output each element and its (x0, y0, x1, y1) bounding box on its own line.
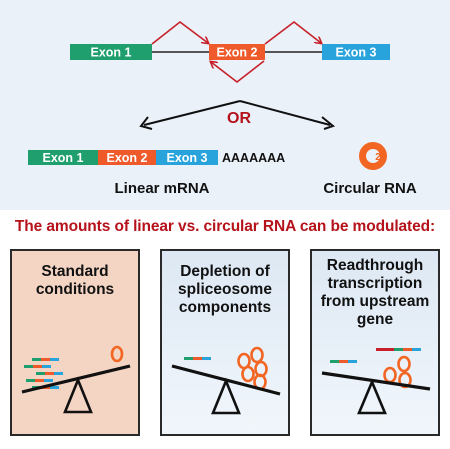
linear-exon-2 (98, 150, 156, 165)
circular-rna-exon-number: 2 (375, 152, 381, 163)
seesaw-beam (21, 364, 131, 394)
condition-title-line: spliceosome (178, 281, 272, 298)
or-arrow-left (143, 100, 241, 126)
condition-title-line: Readthrough (326, 257, 424, 274)
linear-exon-2-label: Exon 2 (107, 151, 148, 165)
condition-spliceosome-depletion: Depletion of spliceosome components (160, 249, 290, 436)
linear-exon-3-label: Exon 3 (167, 151, 208, 165)
circular-rna-icon (359, 142, 387, 170)
balance-illustration (171, 346, 281, 415)
gene-exon-1 (70, 44, 152, 60)
gene-exon-3-label: Exon 3 (336, 46, 377, 60)
gene-exon-1-label: Exon 1 (91, 46, 132, 60)
splice-arrow-1-2 (151, 20, 208, 45)
condition-title-line: Standard (41, 263, 109, 280)
seesaw-fulcrum (357, 378, 387, 415)
condition-title-line: Depletion of (180, 263, 270, 280)
condition-standard: Standard conditions (10, 249, 140, 436)
linear-exon-1-label: Exon 1 (43, 151, 84, 165)
condition-spliceosome-title: Depletion of spliceosome components (162, 263, 288, 317)
seesaw-fulcrum (63, 376, 93, 414)
or-label: OR (227, 110, 251, 127)
linear-rna-stack (330, 360, 357, 363)
circular-rna-label: Circular RNA (323, 180, 417, 197)
gene-exon-2 (209, 44, 265, 60)
condition-title-line: components (178, 299, 272, 316)
linear-mrna-label: Linear mRNA (114, 180, 209, 197)
condition-readthrough-title: Readthrough transcription from upstream … (312, 257, 438, 329)
splice-arrow-2-3 (264, 20, 321, 45)
backsplice-arrow (211, 60, 265, 84)
condition-title-line: from upstream (320, 293, 430, 310)
splicing-diagram: Exon 1 Exon 2 Exon 3 OR Exon 1 Exon 2 Ex… (28, 20, 417, 197)
balance-illustration (321, 348, 431, 415)
linear-rna-stack (184, 357, 211, 360)
condition-title-line: gene (356, 311, 394, 328)
linear-exon-1 (28, 150, 98, 165)
balance-illustration (21, 345, 131, 414)
linear-exon-3 (156, 150, 218, 165)
gene-exon-3 (322, 44, 390, 60)
condition-title-line: conditions (35, 281, 115, 298)
condition-readthrough: Readthrough transcription from upstream … (310, 249, 440, 436)
poly-a-tail: AAAAAAA (222, 151, 285, 165)
condition-title-line: transcription (327, 275, 423, 292)
circular-rna-stack (237, 346, 268, 391)
or-arrow-right (239, 100, 331, 126)
modulation-caption: The amounts of linear vs. circular RNA c… (14, 218, 436, 235)
readthrough-transcript (376, 348, 421, 351)
seesaw-fulcrum (211, 377, 241, 415)
seesaw-beam (321, 371, 431, 391)
condition-standard-title: Standard conditions (12, 263, 138, 299)
gene-exon-2-label: Exon 2 (217, 46, 258, 60)
circular-rna-icon (110, 345, 124, 363)
